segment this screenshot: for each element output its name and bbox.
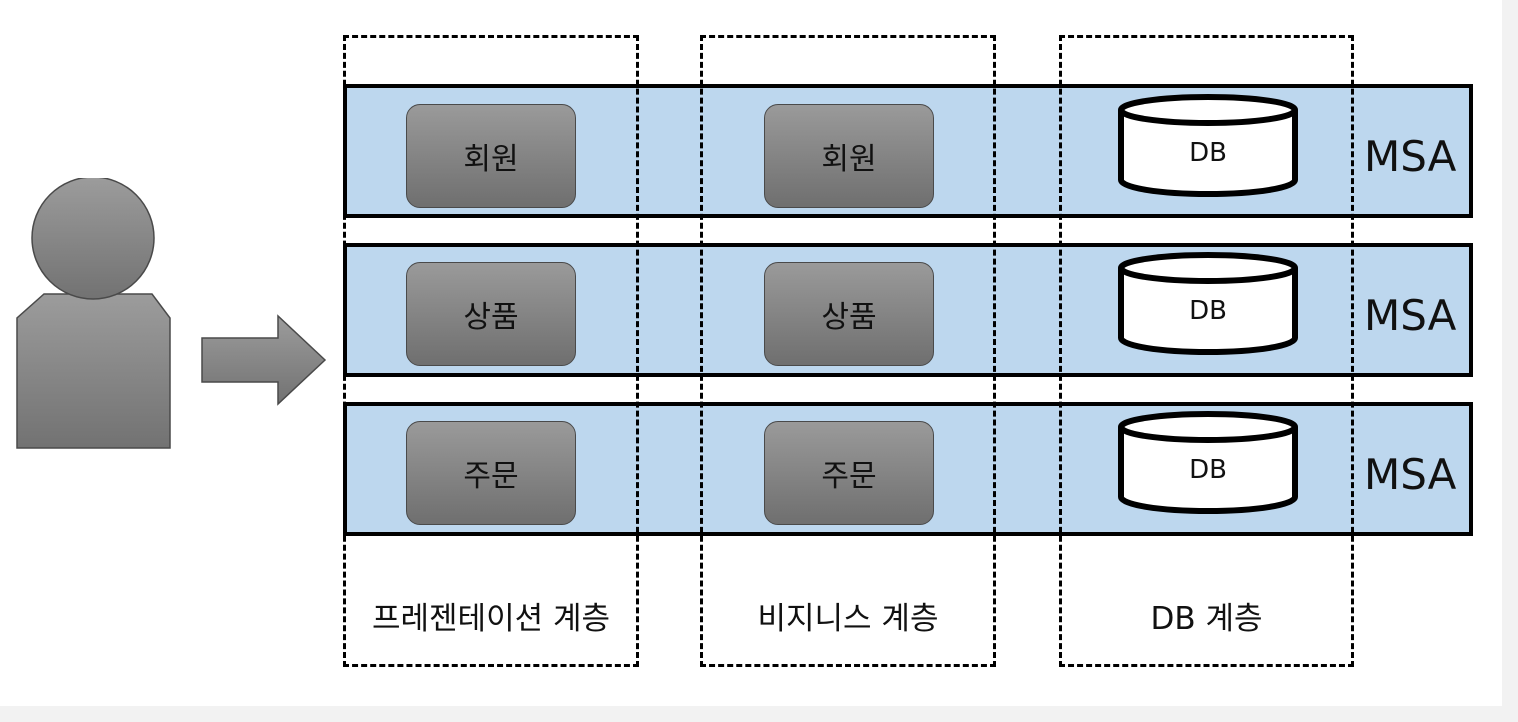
database-icon — [1118, 252, 1298, 355]
db-layer-label: DB 계층 — [1150, 601, 1263, 637]
presentation-service-product: 상품 — [406, 262, 576, 366]
database-icon — [1118, 411, 1298, 514]
business-service-member: 회원 — [764, 104, 934, 208]
msa-label: MSA — [1364, 132, 1457, 181]
service-label: 상품 — [821, 300, 877, 335]
database-label: DB — [1189, 296, 1227, 326]
arrow-right-icon — [200, 314, 328, 408]
service-label: 상품 — [463, 300, 519, 335]
business-service-product: 상품 — [764, 262, 934, 366]
order-database: DB — [1118, 411, 1298, 515]
presentation-layer-label: 프레젠테이션 계층 — [371, 601, 610, 637]
member-database: DB — [1118, 94, 1298, 198]
business-layer-box — [700, 35, 996, 667]
service-label: 회원 — [463, 142, 519, 177]
business-layer-label: 비지니스 계층 — [757, 601, 939, 637]
architecture-diagram: 회원 상품 주문 회원 상품 주문 DB DB DB MSA MSA MSA 프… — [0, 0, 1502, 706]
service-label: 주문 — [463, 459, 519, 494]
presentation-layer-box — [343, 35, 639, 667]
presentation-service-order: 주문 — [406, 421, 576, 525]
database-icon — [1118, 94, 1298, 197]
db-layer-box — [1059, 35, 1354, 667]
presentation-service-member: 회원 — [406, 104, 576, 208]
msa-label: MSA — [1364, 450, 1457, 499]
database-label: DB — [1189, 138, 1227, 168]
service-label: 회원 — [821, 142, 877, 177]
service-label: 주문 — [821, 459, 877, 494]
database-label: DB — [1189, 455, 1227, 485]
business-service-order: 주문 — [764, 421, 934, 525]
product-database: DB — [1118, 252, 1298, 356]
user-icon — [14, 176, 174, 450]
msa-label: MSA — [1364, 291, 1457, 340]
